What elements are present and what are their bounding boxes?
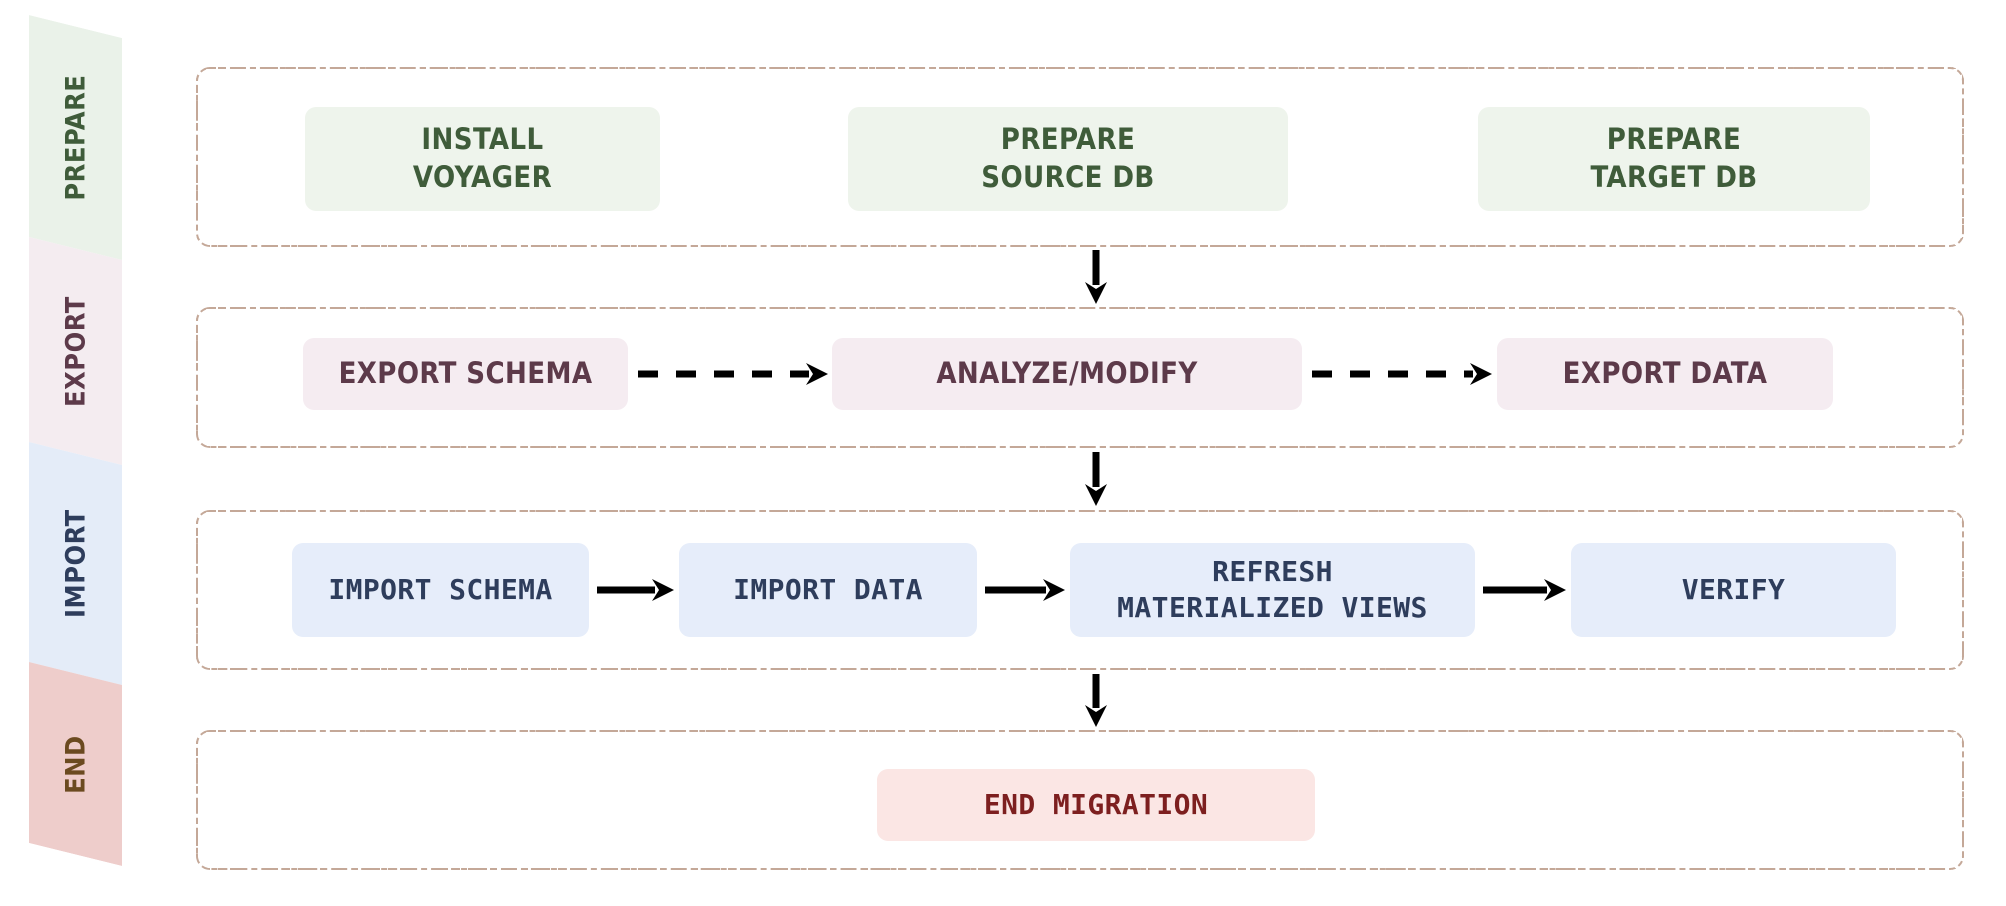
node-prepare-source-db[interactable]: PREPARE SOURCE DB [848, 107, 1288, 211]
connector-prepare-to-export [1085, 250, 1107, 304]
node-label-verify: VERIFY [1681, 572, 1786, 606]
phase-band-end[interactable]: END [29, 662, 122, 867]
node-export-data[interactable]: EXPORT DATA [1497, 338, 1833, 410]
phase-band-prepare[interactable]: PREPARE [29, 15, 122, 261]
node-import-data[interactable]: IMPORT DATA [679, 543, 977, 637]
phase-label-prepare: PREPARE [60, 74, 91, 201]
node-refresh-materialized-views[interactable]: REFRESH MATERIALIZED VIEWS [1070, 543, 1475, 637]
node-label-prepare-target-db: PREPARE TARGET DB [1590, 122, 1758, 194]
node-prepare-target-db[interactable]: PREPARE TARGET DB [1478, 107, 1870, 211]
phase-rail: PREPARE EXPORT IMPORT END [29, 15, 122, 867]
phase-band-import[interactable]: IMPORT [29, 442, 122, 686]
phase-label-import: IMPORT [60, 509, 91, 618]
connector-import-to-end [1085, 674, 1107, 727]
node-label-refresh-materialized-views: REFRESH MATERIALIZED VIEWS [1117, 554, 1428, 624]
node-import-schema[interactable]: IMPORT SCHEMA [292, 543, 589, 637]
node-label-prepare-source-db: PREPARE SOURCE DB [981, 122, 1155, 194]
node-end-migration[interactable]: END MIGRATION [877, 769, 1315, 841]
node-label-export-schema: EXPORT SCHEMA [338, 356, 593, 391]
phase-label-export: EXPORT [60, 295, 91, 407]
node-label-export-data: EXPORT DATA [1562, 356, 1768, 391]
node-label-install-voyager: INSTALL VOYAGER [412, 122, 553, 194]
node-analyze-modify[interactable]: ANALYZE/MODIFY [832, 338, 1302, 410]
node-export-schema[interactable]: EXPORT SCHEMA [303, 338, 628, 410]
phase-label-end: END [60, 734, 91, 794]
node-label-import-data: IMPORT DATA [733, 572, 923, 606]
node-label-analyze-modify: ANALYZE/MODIFY [936, 356, 1198, 391]
node-label-end-migration: END MIGRATION [983, 787, 1209, 821]
connector-export-to-import [1085, 452, 1107, 506]
node-verify[interactable]: VERIFY [1571, 543, 1896, 637]
phase-band-export[interactable]: EXPORT [29, 237, 122, 466]
node-install-voyager[interactable]: INSTALL VOYAGER [305, 107, 660, 211]
node-label-import-schema: IMPORT SCHEMA [328, 572, 553, 606]
